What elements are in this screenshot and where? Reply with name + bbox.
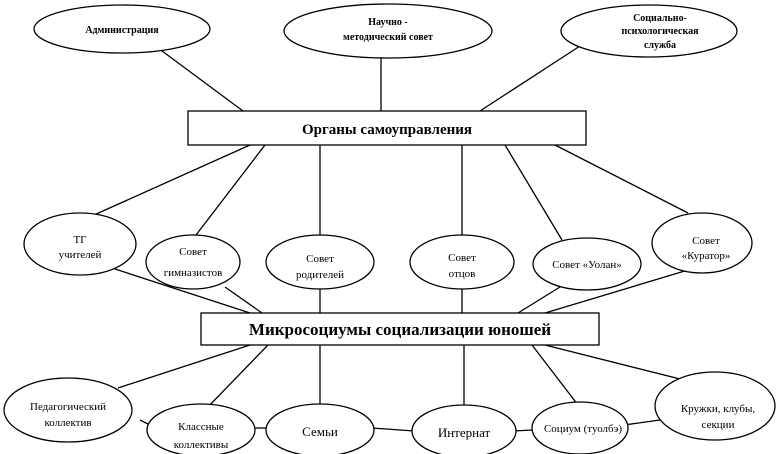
node-social-service: Социально- психологическая служба — [560, 4, 738, 58]
node-pedagogical-team: Педагогический коллектив — [3, 377, 133, 443]
node-socium: Социум (туолбэ) — [531, 401, 629, 454]
node-fathers-council: Совет отцов — [409, 234, 515, 290]
svg-text:Классные: Классные — [178, 421, 224, 433]
node-boarding: Интернат — [411, 404, 517, 454]
svg-text:Социум (туолбэ): Социум (туолбэ) — [544, 423, 622, 435]
connector-lines — [93, 45, 693, 432]
svg-text:учителей: учителей — [59, 249, 102, 261]
svg-text:коллектив: коллектив — [44, 417, 91, 429]
svg-text:Педагогический: Педагогический — [30, 401, 106, 413]
svg-text:Администрация: Администрация — [85, 25, 159, 36]
svg-text:методический совет: методический совет — [343, 32, 433, 43]
svg-text:Семьи: Семьи — [302, 424, 338, 439]
node-clubs: Кружки, клубы, секции — [654, 371, 776, 441]
node-uolan-council: Совет «Уолан» — [532, 237, 642, 291]
svg-text:Микросоциумы социализации юнош: Микросоциумы социализации юношей — [249, 320, 551, 339]
svg-text:родителей: родителей — [296, 269, 344, 281]
svg-text:ТГ: ТГ — [73, 234, 86, 246]
svg-text:секции: секции — [702, 419, 735, 431]
svg-text:Совет: Совет — [179, 246, 207, 258]
node-students-council: Совет гимназистов — [145, 234, 241, 290]
svg-text:Интернат: Интернат — [438, 425, 491, 440]
svg-text:Органы самоуправления: Органы самоуправления — [302, 122, 472, 138]
svg-text:служба: служба — [644, 40, 676, 51]
node-parents-council: Совет родителей — [265, 234, 375, 290]
node-teachers-group: ТГ учителей — [23, 212, 137, 276]
svg-text:Совет: Совет — [692, 235, 720, 247]
node-curator-council: Совет «Куратор» — [651, 212, 753, 274]
svg-text:Кружки, клубы,: Кружки, клубы, — [681, 403, 756, 415]
node-administration: Администрация — [33, 4, 211, 54]
node-scientific-council: Научно - методический совет — [283, 3, 493, 59]
svg-text:«Куратор»: «Куратор» — [682, 250, 731, 262]
node-families: Семьи — [265, 403, 375, 454]
svg-text:коллективы: коллективы — [174, 439, 229, 451]
microsocium-box: Микросоциумы социализации юношей — [200, 312, 600, 346]
self-government-box: Органы самоуправления — [187, 110, 587, 146]
svg-text:Совет: Совет — [448, 252, 476, 264]
svg-text:Совет: Совет — [306, 253, 334, 265]
node-class-teams: Классные коллективы — [146, 403, 256, 454]
svg-text:психологическая: психологическая — [621, 26, 699, 37]
svg-text:гимназистов: гимназистов — [164, 267, 223, 279]
svg-text:Социально-: Социально- — [633, 13, 687, 24]
svg-text:Совет «Уолан»: Совет «Уолан» — [552, 259, 622, 271]
svg-text:отцов: отцов — [449, 268, 476, 280]
svg-text:Научно -: Научно - — [368, 17, 408, 28]
